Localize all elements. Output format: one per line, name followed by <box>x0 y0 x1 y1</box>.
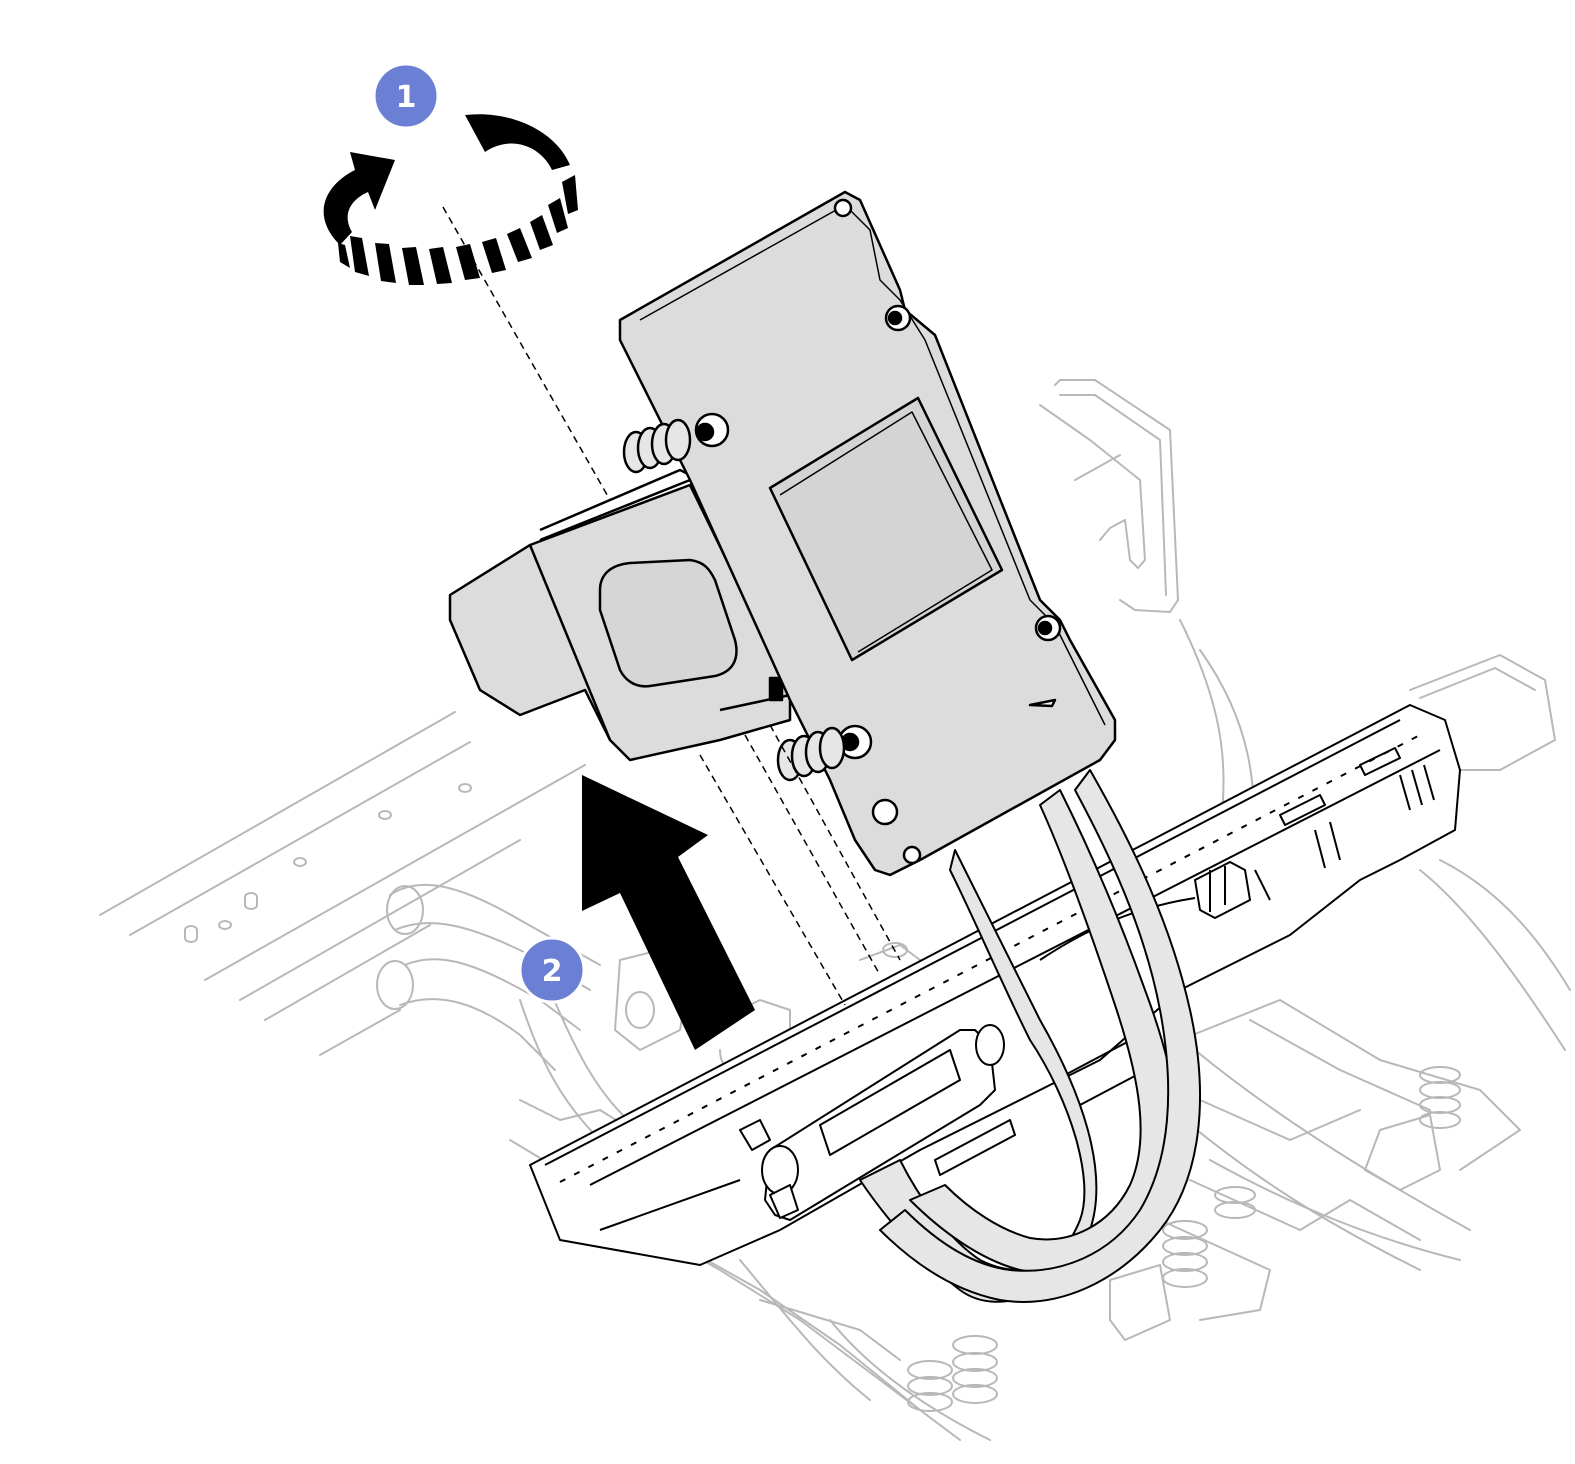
rotate-arrow-icon <box>323 114 578 285</box>
up-arrow-icon <box>582 775 755 1050</box>
screw-stack-bottom-left <box>907 1335 998 1412</box>
step-callout-2: 2 <box>518 936 586 1004</box>
alignment-lines <box>442 206 901 1006</box>
pump-module <box>448 190 1117 877</box>
screw-stack-bottom-right <box>1162 1186 1256 1288</box>
step-callout-1: 1 <box>372 62 440 130</box>
step-2-number: 2 <box>542 954 563 989</box>
springs <box>622 418 846 782</box>
coolant-tubes <box>859 769 1201 1303</box>
screw-stack-right <box>1419 1066 1461 1129</box>
step-1-number: 1 <box>396 80 417 115</box>
inline-module <box>599 1024 1005 1231</box>
captive-screws <box>694 198 1062 865</box>
